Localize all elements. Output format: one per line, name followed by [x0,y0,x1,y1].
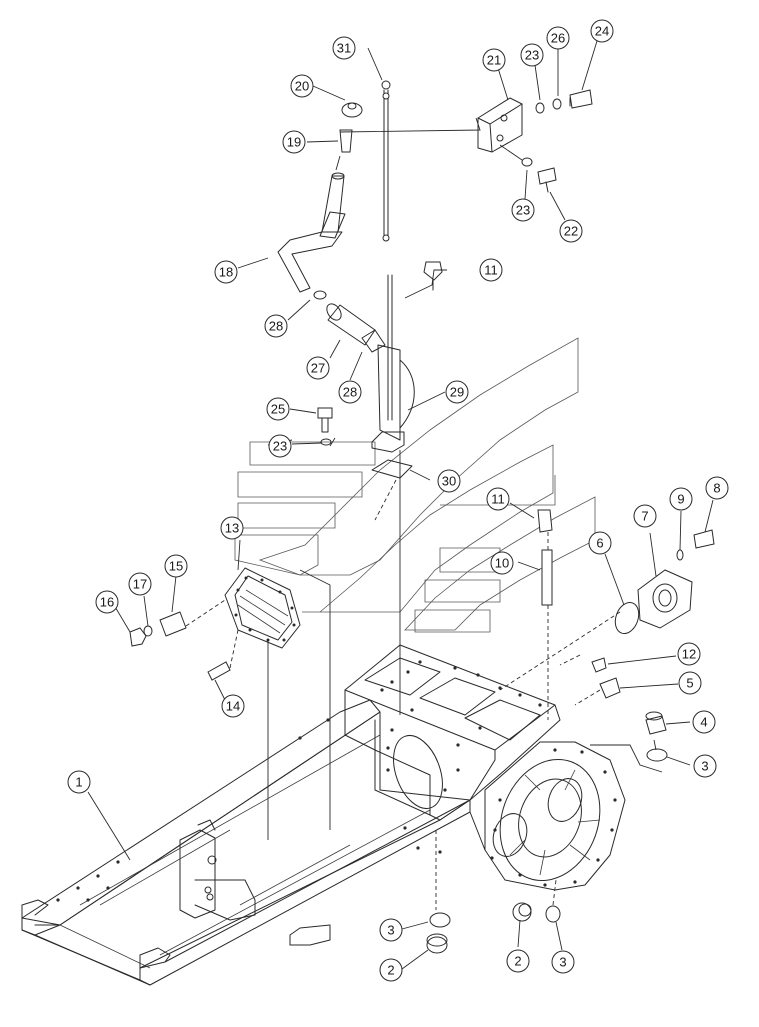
callout-12: 12 [677,642,701,666]
callout-6: 6 [588,531,612,555]
callout-17: 17 [128,572,152,596]
callout-4: 4 [692,710,716,734]
callout-8-label: 8 [713,481,720,496]
callout-16-label: 16 [100,595,114,610]
callout-23-label: 23 [516,203,530,218]
callout-31-label: 31 [337,41,351,56]
callout-19-label: 19 [287,135,301,150]
callout-10: 10 [490,551,514,575]
callout-17-label: 17 [133,577,147,592]
callout-28: 28 [264,314,288,338]
callout-9: 9 [669,487,693,511]
callout-13: 13 [220,516,244,540]
leader-lines [87,40,714,970]
flange-parts [129,509,715,954]
main-frame [21,644,626,986]
callout-25-label: 25 [271,402,285,417]
callout-25: 25 [266,397,290,421]
callout-2: 2 [506,949,530,973]
callout-13-label: 13 [225,521,239,536]
callout-2-label: 2 [514,954,521,969]
callout-22-label: 22 [564,224,578,239]
callout-19: 19 [282,130,306,154]
callout-21-label: 21 [487,53,501,68]
callout-11-label: 11 [484,263,498,278]
callout-11: 11 [486,487,510,511]
background-logo [234,337,596,633]
callout-1: 1 [67,770,91,794]
callout-28-label: 28 [343,385,357,400]
callout-27-label: 27 [311,361,325,376]
callout-11-label: 11 [491,492,505,507]
callout-29: 29 [445,380,469,404]
callout-31: 31 [332,36,356,60]
callout-6-label: 6 [596,536,603,551]
callout-23-label: 23 [273,439,287,454]
callout-2: 2 [379,958,403,982]
callout-23: 23 [520,43,544,67]
callout-26-label: 26 [551,31,565,46]
callout-23: 23 [268,434,292,458]
callout-24-label: 24 [595,24,609,39]
lever-parts [277,102,386,446]
callout-21: 21 [482,48,506,72]
callout-14-label: 14 [226,699,240,714]
callout-23-label: 23 [525,48,539,63]
callout-20: 20 [290,74,314,98]
callout-10-label: 10 [495,556,509,571]
callout-3: 3 [379,918,403,942]
callout-8: 8 [705,476,729,500]
callout-28-label: 28 [269,319,283,334]
callout-7-label: 7 [641,509,648,524]
callout-3-label: 3 [701,759,708,774]
callout-15: 15 [164,554,188,578]
callout-3-label: 3 [387,923,394,938]
callout-23: 23 [511,198,535,222]
shift-rod-assembly [371,80,415,479]
callout-26: 26 [546,26,570,50]
callout-28: 28 [338,380,362,404]
callout-5-label: 5 [686,676,693,691]
callout-30: 30 [437,469,461,493]
callout-27: 27 [306,356,330,380]
callout-30-label: 30 [442,474,456,489]
callout-9-label: 9 [677,492,684,507]
callout-11: 11 [479,258,503,282]
callout-5: 5 [678,671,702,695]
callout-3: 3 [693,754,717,778]
callout-16: 16 [95,590,119,614]
callout-22: 22 [559,219,583,243]
bracket-parts [423,89,593,291]
callout-20-label: 20 [295,79,309,94]
callout-24: 24 [590,19,614,43]
callout-7: 7 [633,504,657,528]
callout-2-label: 2 [387,963,394,978]
callout-29-label: 29 [450,385,464,400]
callout-3: 3 [551,950,575,974]
callouts: 31 20 19 21 23 26 24 23 22 18 11 28 27 2… [67,19,729,982]
callout-18-label: 18 [219,265,233,280]
callout-15-label: 15 [169,559,183,574]
callout-1-label: 1 [75,775,82,790]
callout-3-label: 3 [559,955,566,970]
callout-14: 14 [221,694,245,718]
callout-12-label: 12 [682,647,696,662]
callout-4-label: 4 [700,715,707,730]
callout-18: 18 [214,260,238,284]
